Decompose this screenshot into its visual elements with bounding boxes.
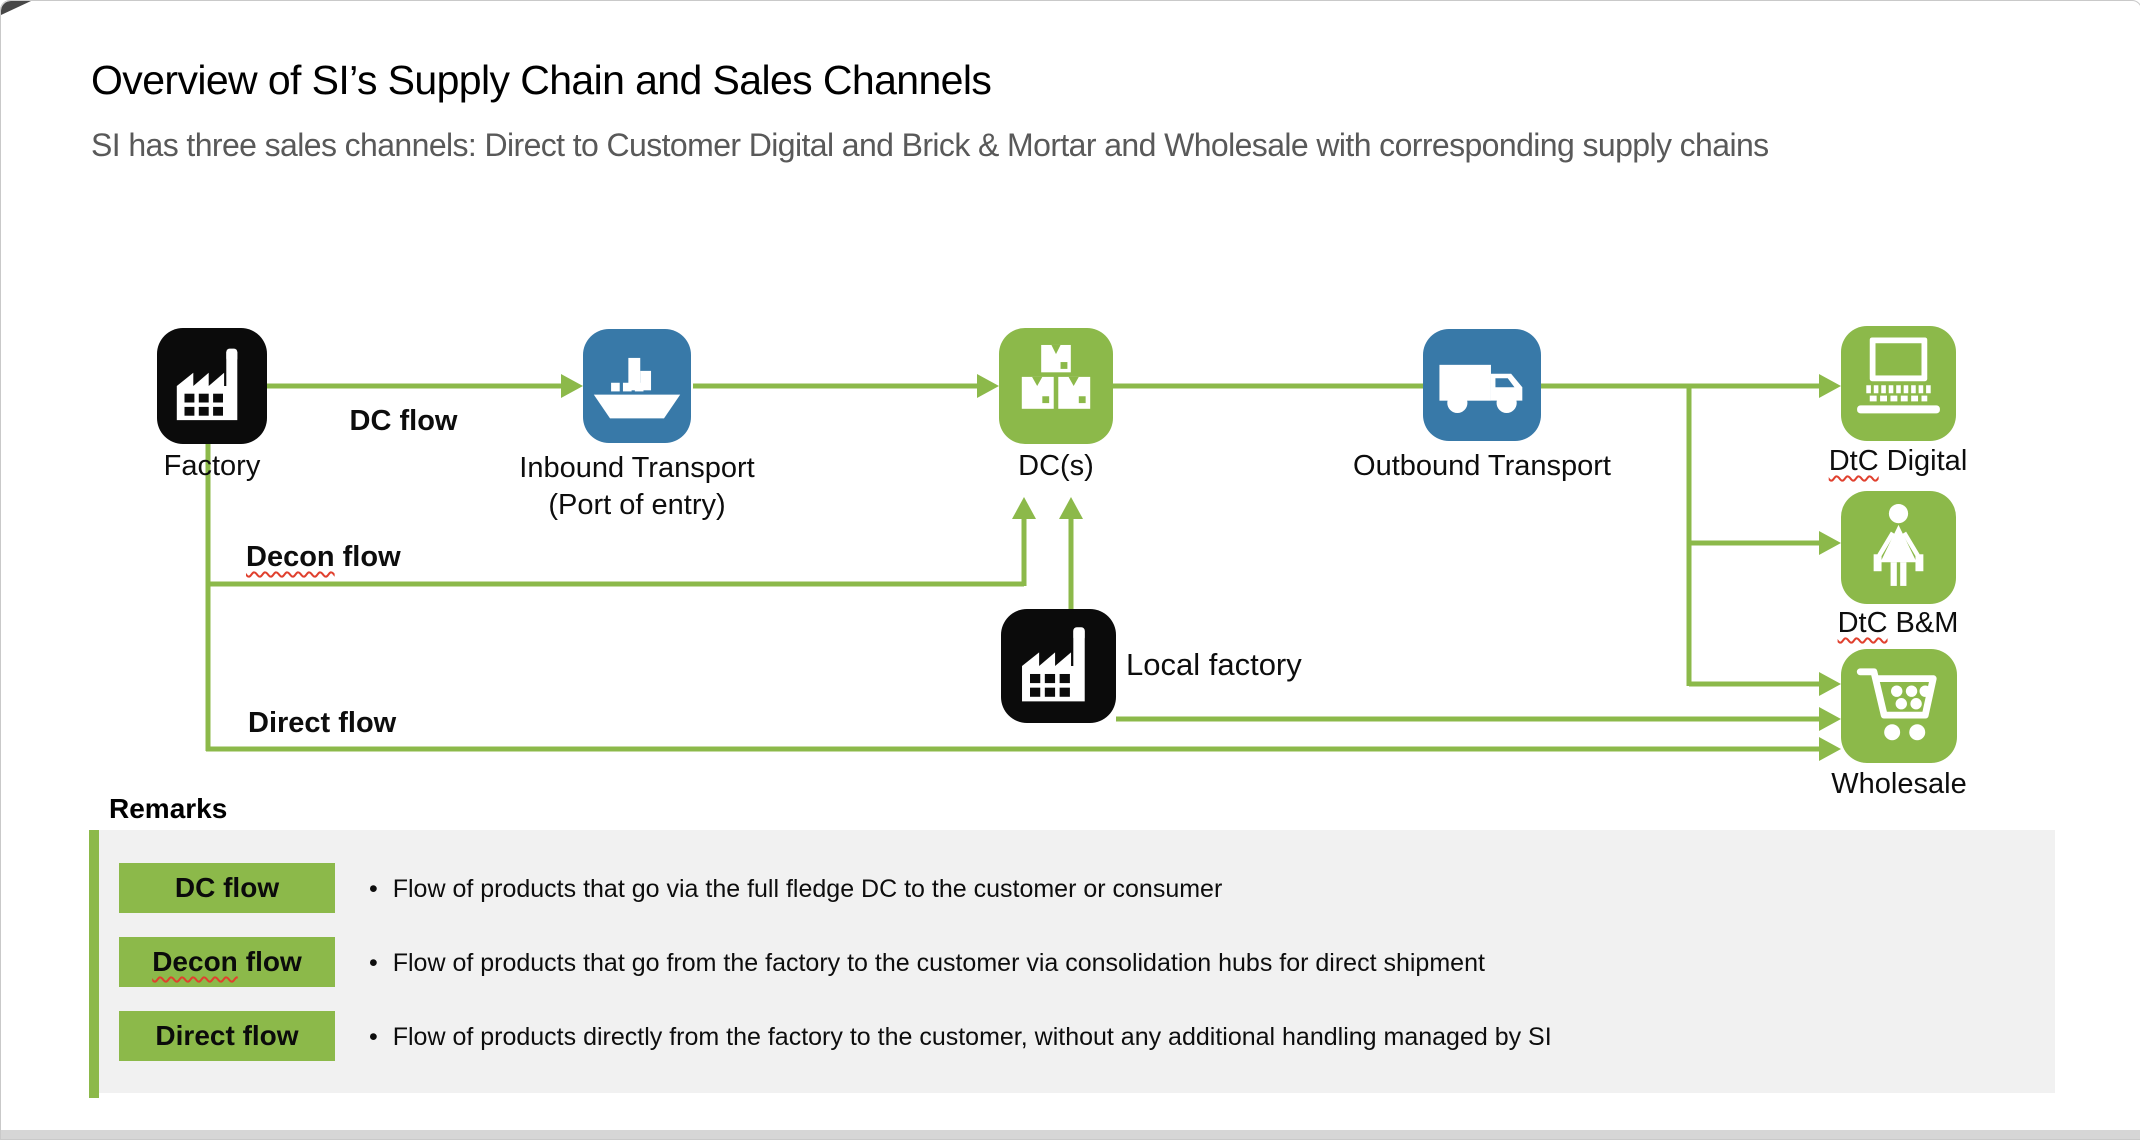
legend-chip-dc-flow: DC flow [119,863,335,913]
legend-chip-direct-flow: Direct flow [119,1011,335,1061]
slide-title: Overview of SI’s Supply Chain and Sales … [91,57,992,103]
label-dc-flow: DC flow [349,405,458,437]
truck-icon [1439,364,1523,413]
label-wholesale: Wholesale [1831,768,1967,800]
node-wholesale [1841,649,1957,763]
label-outbound-transport: Outbound Transport [1353,450,1611,482]
local-factory-path [1059,497,1841,731]
bullet-icon: • [369,949,378,977]
remark-direct-flow-text: Flow of products directly from the facto… [392,1023,1552,1051]
remark-decon-flow-text: Flow of products that go from the factor… [392,949,1485,977]
remark-decon-flow: • Flow of products that go from the fact… [369,949,1485,978]
node-outbound-transport [1423,329,1541,441]
legend-chip-decon-suffix: flow [245,946,302,977]
remarks-heading: Remarks [109,793,228,824]
cart-icon [1856,668,1937,741]
node-dcs [999,328,1113,444]
laptop-icon [1857,337,1940,414]
shopper-icon [1873,503,1924,586]
legend-chip-dc-flow-label: DC flow [174,872,280,903]
label-direct-flow: Direct flow [248,707,397,739]
remark-direct-flow: • Flow of products directly from the fac… [369,1023,1552,1052]
label-decon-suffix: flow [342,541,401,573]
label-dcs: DC(s) [1018,450,1094,482]
node-factory [157,328,267,444]
remark-dc-flow-text: Flow of products that go via the full fl… [392,875,1223,903]
ship-icon [593,357,681,419]
boxes-icon [1021,344,1091,409]
channel-branch-path [1686,384,1841,696]
window-corner-decoration [1,1,31,15]
legend-chip-decon-prefix: Decon [152,946,238,977]
slide-subtitle: SI has three sales channels: Direct to C… [91,127,1769,163]
node-inbound-transport [583,329,691,443]
remark-dc-flow: • Flow of products that go via the full … [369,875,1222,904]
label-dtc-bm-suffix: B&M [1895,607,1959,639]
node-dtc-bm [1841,491,1956,604]
label-dtc-digital-prefix: DtC [1828,445,1879,477]
remarks-panel [99,830,2055,1093]
node-dtc-digital [1841,326,1956,441]
label-dtc-digital-suffix: Digital [1886,445,1968,477]
label-decon-prefix: Decon [246,541,335,573]
label-inbound-line1: Inbound Transport [519,452,755,484]
node-local-factory [1001,609,1116,723]
factory-icon [176,348,238,421]
label-inbound-line2: (Port of entry) [548,489,726,521]
label-dtc-bm-prefix: DtC [1837,607,1888,639]
legend-chip-direct-flow-label: Direct flow [155,1020,299,1051]
label-local-factory: Local factory [1126,647,1302,682]
label-inbound-transport: Inbound Transport (Port of entry) [462,450,812,524]
bullet-icon: • [369,1023,378,1051]
direct-flow-path [206,737,1841,761]
label-factory: Factory [163,450,261,482]
bottom-edge-strip [1,1130,2140,1139]
bullet-icon: • [369,875,378,903]
factory-icon [1022,627,1085,702]
remarks-accent-bar [89,830,99,1098]
